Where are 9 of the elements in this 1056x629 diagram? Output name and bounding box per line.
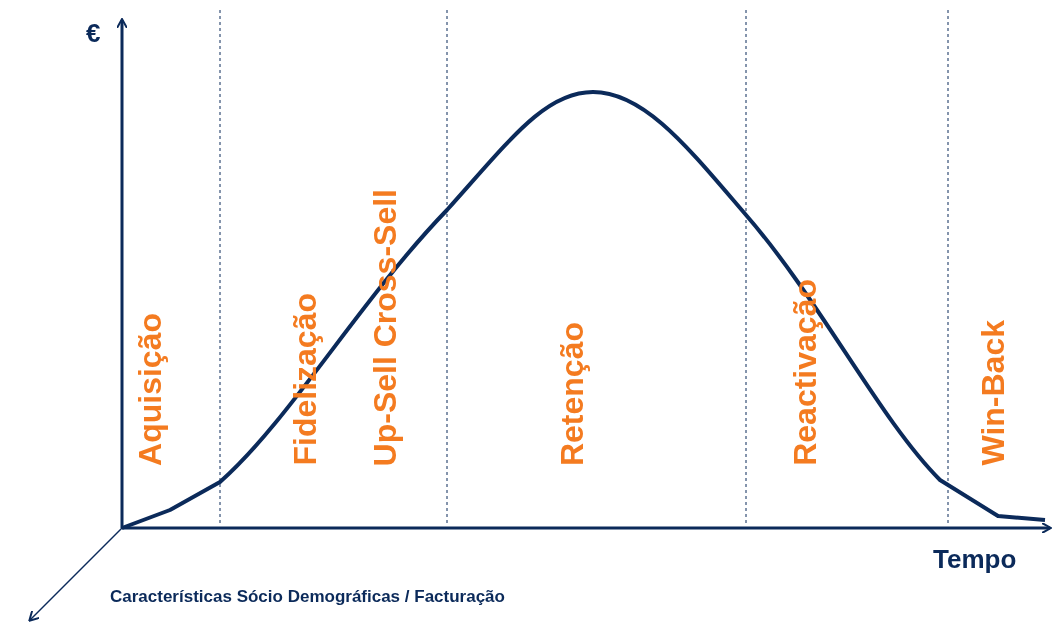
stage-label: Fidelização: [286, 293, 324, 466]
stage-label: Win-Back: [974, 320, 1012, 466]
axis-label: Características Sócio Demográficas / Facturação: [110, 587, 505, 607]
stage-label: Retenção: [553, 322, 591, 467]
axis-label: Tempo: [933, 544, 1017, 575]
stage-label: Aquisição: [131, 313, 169, 466]
currency-label: €: [86, 18, 101, 49]
stage-label: Up-Sell Cross-Sell: [366, 189, 404, 467]
stage-label: Reactivação: [786, 279, 824, 466]
